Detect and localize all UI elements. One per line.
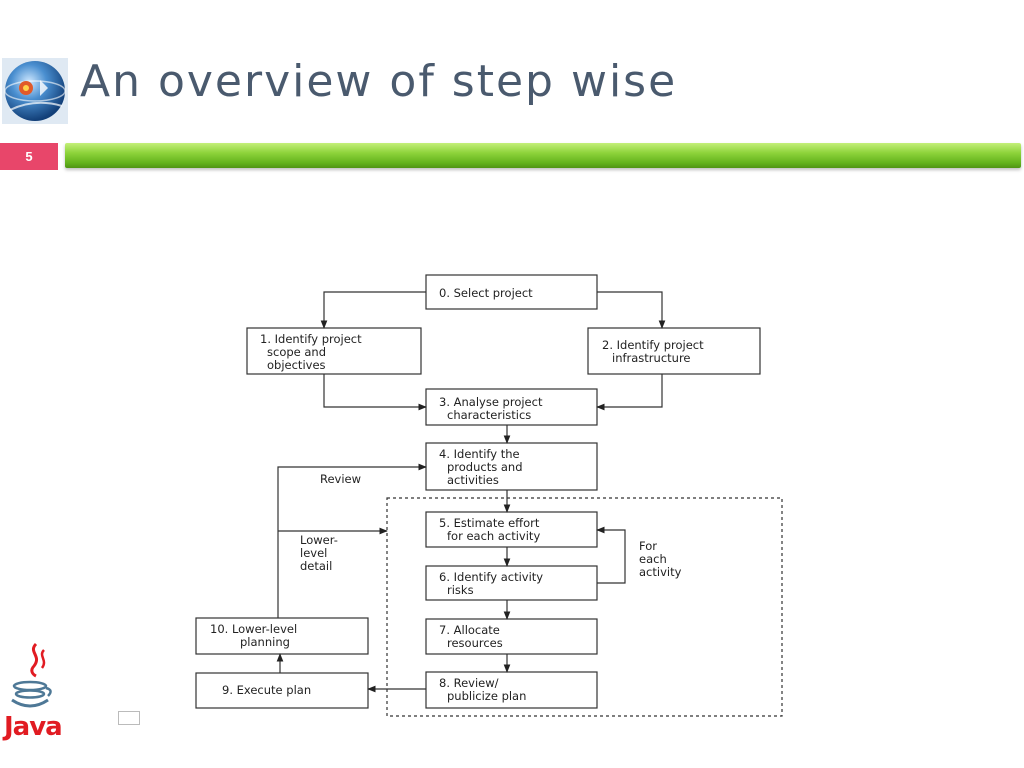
step-7-box [425, 618, 598, 655]
arrow-0-to-2 [597, 291, 666, 329]
java-cup-icon [11, 642, 52, 708]
step-6-label: 6. Identify activity risks [439, 570, 547, 597]
step-8-label: 8. Review/ publicize plan [439, 676, 526, 703]
for-each-activity-label: For each activity [639, 539, 682, 579]
slide-title: An overview of step wise [80, 56, 678, 107]
arrow-2-to-3 [596, 374, 663, 411]
step-7-label: 7. Allocate resources [439, 623, 504, 650]
arrow-0-to-1 [320, 291, 426, 329]
step-8-box [425, 671, 598, 709]
review-label: Review [320, 472, 361, 486]
repeat-region-box [386, 497, 783, 717]
slide-number: 5 [0, 143, 58, 170]
step-9-label: 9. Execute plan [222, 683, 311, 697]
arrow-1-to-3 [323, 374, 427, 411]
lower-level-detail-label: Lower- level detail [300, 533, 342, 573]
step-3-label: 3. Analyse project characteristics [439, 395, 546, 422]
step-10-label: 10. Lower-level planning [210, 622, 301, 649]
step-labels: 0. Select project 1. Identify project sc… [210, 286, 707, 703]
globe-logo-icon [2, 58, 68, 124]
arrow-6-to-5-loop [596, 526, 626, 584]
step-2-label: 2. Identify project infrastructure [602, 338, 707, 365]
java-logo-text: Java [4, 712, 63, 742]
step-5-label: 5. Estimate effort for each activity [439, 516, 543, 543]
title-divider-bar [65, 143, 1021, 168]
step-0-label: 0. Select project [439, 286, 533, 300]
stepwise-flow-diagram: 0. Select project 1. Identify project sc… [195, 274, 783, 717]
step-2-box [587, 327, 761, 375]
step-4-label: 4. Identify the products and activities [439, 447, 526, 487]
step-1-box [246, 327, 422, 375]
arrow-10-to-4-review [277, 463, 427, 618]
empty-placeholder-box [118, 711, 140, 725]
step-1-label: 1. Identify project scope and objectives [260, 332, 365, 372]
